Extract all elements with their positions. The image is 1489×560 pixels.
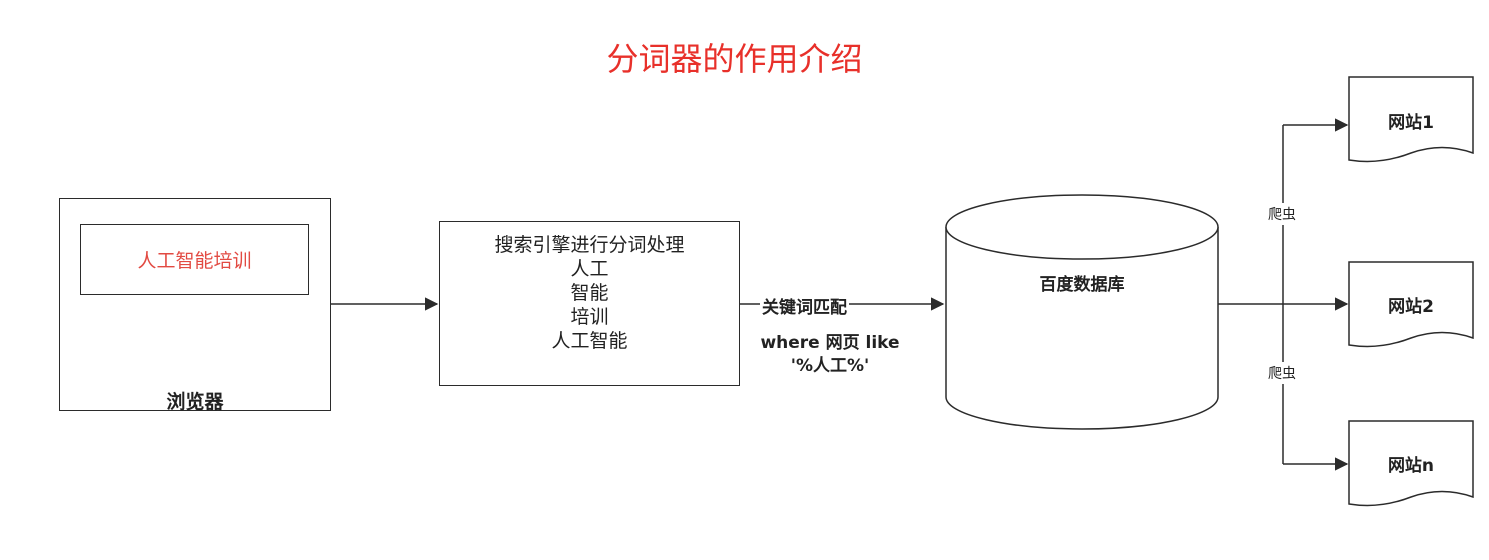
process-line-heading: 搜索引擎进行分词处理 <box>494 234 685 256</box>
query-line-2: '%人工%' <box>790 356 870 376</box>
site-1-label: 网站1 <box>1388 113 1434 133</box>
search-query-box: 人工智能培训 <box>80 224 309 295</box>
query-line-1: where 网页 like <box>760 333 900 353</box>
process-token: 人工智能 <box>551 330 628 352</box>
diagram-title: 分词器的作用介绍 <box>606 40 863 78</box>
site-2-label: 网站2 <box>1388 297 1434 317</box>
process-token: 培训 <box>570 306 609 328</box>
browser-box <box>59 198 331 411</box>
site-1-document-shape <box>1348 76 1474 163</box>
site-2-document-shape <box>1348 261 1474 348</box>
database-label: 百度数据库 <box>1039 275 1125 295</box>
process-token: 人工 <box>570 258 609 280</box>
segmentation-process-box: 搜索引擎进行分词处理 人工 智能 培训 人工智能 <box>439 221 740 386</box>
browser-label: 浏览器 <box>166 391 224 413</box>
process-token: 智能 <box>570 282 609 304</box>
query-example: where 网页 like '%人工%' <box>742 332 918 378</box>
database-cylinder <box>945 194 1219 430</box>
search-query-text: 人工智能培训 <box>137 250 252 272</box>
crawler-label-bottom: 爬虫 <box>1268 362 1296 384</box>
crawler-label-top: 爬虫 <box>1268 203 1296 225</box>
site-n-document-shape <box>1348 420 1474 507</box>
crawler-connectors <box>1218 118 1349 471</box>
keyword-match-label: 关键词匹配 <box>760 293 849 318</box>
site-n-label: 网站n <box>1387 456 1435 476</box>
